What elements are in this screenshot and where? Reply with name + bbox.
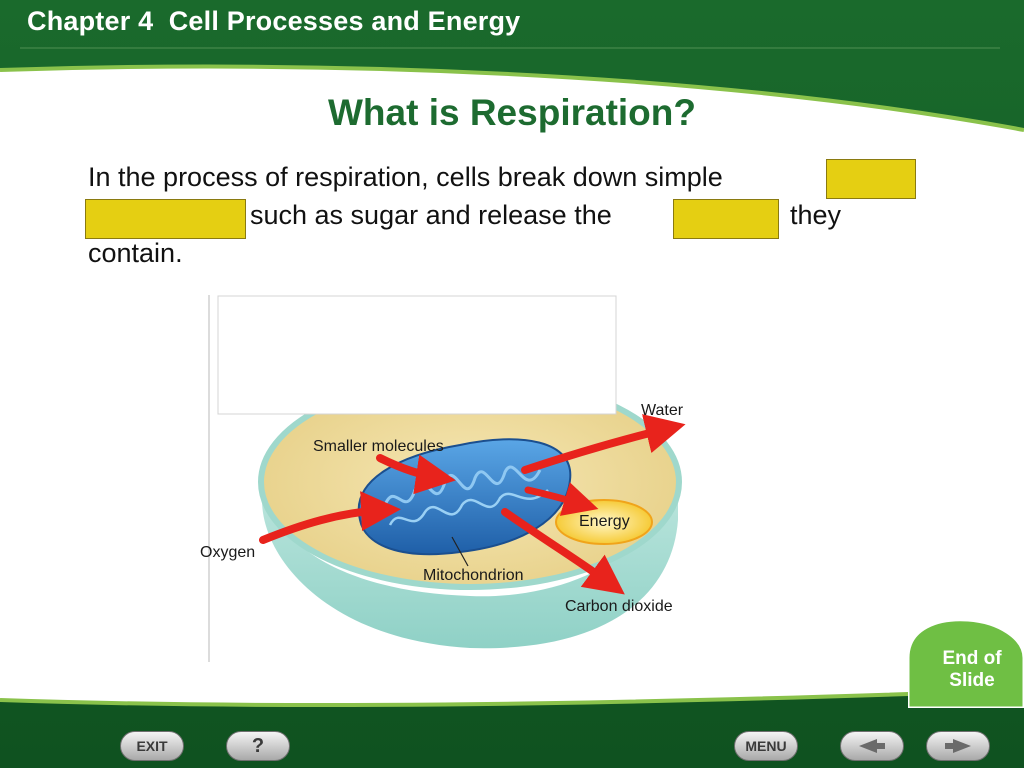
left-arrow-icon xyxy=(859,739,885,753)
mitochondrion-label: Mitochondrion xyxy=(423,567,524,584)
answer-blank-2[interactable] xyxy=(85,199,246,239)
chapter-title: Chapter 4 Cell Processes and Energy xyxy=(27,6,521,36)
smaller-molecules-label: Smaller molecules xyxy=(313,438,444,455)
water-arrow xyxy=(521,414,686,474)
hidden-label-box xyxy=(217,295,617,415)
carbon-dioxide-label: Carbon dioxide xyxy=(565,598,673,615)
right-arrow-icon xyxy=(945,739,971,753)
mitochondrion-pointer xyxy=(451,536,469,567)
body-line-1: In the process of respiration, cells bre… xyxy=(88,162,723,192)
end-of-slide-line-1: End of xyxy=(942,648,1002,669)
answer-blank-1[interactable] xyxy=(826,159,916,199)
reaction-arrows xyxy=(259,414,686,595)
oxygen-arrow xyxy=(259,491,401,544)
energy-arrow xyxy=(524,482,599,516)
water-label: Water xyxy=(641,402,684,419)
exit-button[interactable]: EXIT xyxy=(120,731,184,761)
slide-title: What is Respiration? xyxy=(328,92,696,133)
next-button[interactable] xyxy=(926,731,990,761)
previous-button[interactable] xyxy=(840,731,904,761)
body-line-2: such as sugar and release the xyxy=(250,200,612,230)
end-of-slide-tab xyxy=(908,618,1024,708)
body-line-2-end: they xyxy=(790,200,842,230)
menu-button[interactable]: MENU xyxy=(734,731,798,761)
energy-label: Energy xyxy=(579,513,630,530)
molecules-arrow xyxy=(376,454,456,495)
end-of-slide-label: End of Slide xyxy=(922,648,1022,692)
answer-blank-3[interactable] xyxy=(673,199,779,239)
help-button[interactable]: ? xyxy=(226,731,290,761)
body-line-3: contain. xyxy=(88,238,183,268)
carbon-dioxide-arrow xyxy=(501,508,625,595)
oxygen-label: Oxygen xyxy=(200,544,256,561)
end-of-slide-line-2: Slide xyxy=(949,670,995,691)
